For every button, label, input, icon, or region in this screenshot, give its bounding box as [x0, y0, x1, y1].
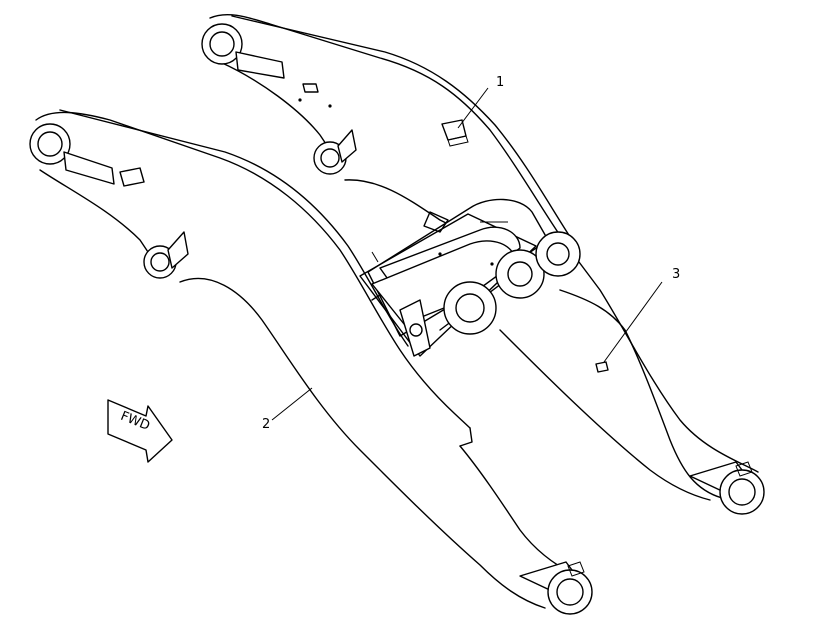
callout-2-label: 2: [262, 417, 270, 432]
callout-1-label: 1: [496, 75, 504, 90]
callout-2: 2: [262, 387, 313, 432]
fitting-part-3: [595, 361, 609, 373]
callout-3-label: 3: [672, 267, 680, 282]
cross-tube-assembly: [359, 198, 581, 357]
callout-3: 3: [603, 267, 680, 363]
rear-lift-arm: [201, 14, 765, 515]
fwd-arrow-icon: FWD: [107, 399, 173, 463]
callout-1: 1: [457, 75, 504, 129]
front-lift-arm: [29, 109, 593, 615]
